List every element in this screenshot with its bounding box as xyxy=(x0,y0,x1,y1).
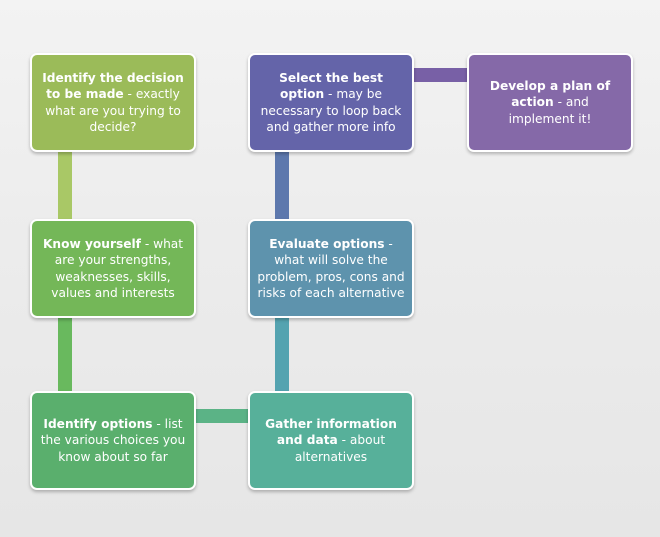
step-identify-options-box: Identify options - list the various choi… xyxy=(30,391,196,490)
step-develop-plan-text: Develop a plan of action - and implement… xyxy=(487,78,613,128)
step-develop-plan-box: Develop a plan of action - and implement… xyxy=(467,53,633,152)
step-gather-information-box: Gather information and data - about alte… xyxy=(248,391,414,490)
step-know-yourself-title: Know yourself xyxy=(42,236,141,251)
step-know-yourself-description: - what are your strengths, weaknesses, s… xyxy=(51,236,184,301)
step-evaluate-options-title: Evaluate options xyxy=(269,236,385,251)
step-develop-plan-description: - and implement it! xyxy=(508,95,592,126)
step-evaluate-options-description: - what will solve the problem, pros, con… xyxy=(257,236,405,301)
step-evaluate-options-box: Evaluate options - what will solve the p… xyxy=(248,219,414,318)
connector-options-to-gather xyxy=(194,409,250,423)
step-know-yourself-box: Know yourself - what are your strengths,… xyxy=(30,219,196,318)
connector-know-yourself-to-options xyxy=(58,316,72,392)
step-gather-information-description: - about alternatives xyxy=(294,433,386,464)
step-identify-decision-description: - exactly what are you trying to decide? xyxy=(45,87,181,134)
connector-evaluate-to-select xyxy=(275,150,289,220)
step-identify-decision-title: Identify the decision to be made xyxy=(42,70,184,102)
step-gather-information-text: Gather information and data - about alte… xyxy=(256,416,406,466)
connector-select-to-plan xyxy=(412,68,470,82)
step-identify-options-description: - list the various choices you know abou… xyxy=(40,416,186,464)
step-select-best-option-box: Select the best option - may be necessar… xyxy=(248,53,414,152)
step-select-best-option-text: Select the best option - may be necessar… xyxy=(256,70,406,136)
step-select-best-option-description: - may be necessary to loop back and gath… xyxy=(260,87,402,134)
step-identify-options-text: Identify options - list the various choi… xyxy=(38,416,188,466)
step-develop-plan-title: Develop a plan of action xyxy=(489,78,611,110)
step-identify-decision-text: Identify the decision to be made - exact… xyxy=(38,70,188,136)
step-identify-options-title: Identify options xyxy=(43,416,153,431)
step-evaluate-options-text: Evaluate options - what will solve the p… xyxy=(256,236,406,302)
connector-decision-to-know-yourself xyxy=(58,150,72,220)
step-select-best-option-title: Select the best option xyxy=(279,70,383,102)
step-identify-decision-box: Identify the decision to be made - exact… xyxy=(30,53,196,152)
step-know-yourself-text: Know yourself - what are your strengths,… xyxy=(38,236,188,302)
connector-gather-to-evaluate xyxy=(275,316,289,392)
step-gather-information-title: Gather information and data xyxy=(265,416,397,448)
